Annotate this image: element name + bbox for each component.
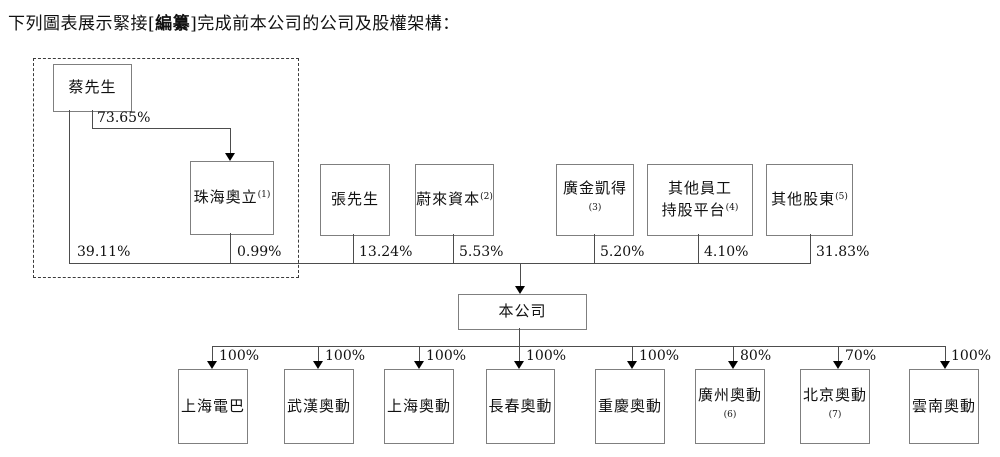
node-founder: 蔡先生: [53, 64, 132, 112]
connector-line: [92, 110, 93, 129]
node-subsidiary-wuhan: 武漢奧動: [284, 369, 354, 444]
connector-line: [945, 346, 946, 362]
title-redacted-term: 編纂: [155, 14, 191, 34]
node-shareholder-label-line2: 持股平台: [661, 201, 726, 219]
arrow-down-icon: [940, 361, 950, 369]
pct-label-founder-to-holding: 73.65%: [97, 110, 151, 126]
pct-label-shareholder: 5.53%: [459, 244, 504, 260]
pct-label-subsidiary: 100%: [219, 348, 260, 364]
pct-label-subsidiary: 70%: [845, 348, 877, 364]
node-subsidiary-label: 長春奧動: [488, 396, 553, 415]
connector-line: [212, 346, 946, 347]
node-subsidiary-label: 廣州奧動: [697, 385, 762, 404]
arrow-down-icon: [313, 361, 323, 369]
connector-line: [212, 346, 213, 362]
node-subsidiary-label: 上海電巴: [180, 396, 245, 415]
node-subsidiary-shanghai: 上海奧動: [384, 369, 454, 444]
node-shareholder-label: 蔚來資本: [416, 190, 481, 209]
connector-line: [230, 128, 231, 154]
node-company: 本公司: [458, 294, 587, 330]
founder-group-dashed-box: [33, 58, 299, 278]
node-subsidiary-yunnan: 雲南奧動: [909, 369, 979, 444]
node-shareholder-label: 廣金凱得: [562, 179, 627, 198]
node-shareholder-footnote: (4): [725, 203, 739, 213]
connector-line: [519, 328, 520, 362]
node-subsidiary-label: 武漢奧動: [286, 396, 351, 415]
node-subsidiary-footnote: (6): [723, 409, 737, 420]
node-holding-zhuhai: 珠海奧立(1): [190, 161, 274, 235]
pct-label-holding: 0.99%: [237, 244, 282, 260]
pct-label-subsidiary: 100%: [426, 348, 467, 364]
connector-line: [520, 263, 521, 287]
connector-line: [92, 128, 231, 129]
node-founder-label: 蔡先生: [68, 78, 117, 97]
arrow-down-icon: [833, 361, 843, 369]
pct-label-shareholder: 31.83%: [816, 244, 870, 260]
node-shareholder-weilai: 蔚來資本(2): [415, 164, 494, 236]
node-shareholder-label: 張先生: [330, 190, 379, 209]
pct-label-subsidiary: 80%: [740, 348, 772, 364]
node-subsidiary-chongqing: 重慶奧動: [595, 369, 665, 444]
node-shareholder-label: 其他員工: [667, 179, 732, 198]
pct-label-shareholder: 13.24%: [359, 244, 413, 260]
node-shareholder-zhang: 張先生: [320, 164, 390, 236]
connector-line: [230, 233, 231, 264]
connector-line: [632, 346, 633, 362]
node-shareholder-guangjin: 廣金凱得 (3): [556, 164, 634, 236]
node-shareholder-footnote: (5): [835, 192, 848, 203]
node-shareholder-employee-platform: 其他員工持股平台(4): [647, 164, 753, 236]
node-holding-footnote: (1): [257, 190, 271, 201]
node-subsidiary-changchun: 長春奧動: [486, 369, 555, 444]
connector-line: [810, 234, 811, 264]
arrow-down-icon: [728, 361, 738, 369]
arrow-down-icon: [207, 361, 217, 369]
arrow-down-icon: [414, 361, 424, 369]
pct-label-founder-direct: 39.11%: [77, 244, 131, 260]
node-shareholder-label: 其他股東: [771, 190, 836, 209]
arrow-down-icon: [514, 361, 524, 369]
pct-label-shareholder: 5.20%: [600, 244, 645, 260]
arrow-down-icon: [225, 153, 235, 161]
connector-line: [453, 234, 454, 264]
pct-label-subsidiary: 100%: [526, 348, 567, 364]
arrow-down-icon: [515, 286, 525, 294]
page-title: 下列圖表展示緊接[編纂]完成前本公司的公司及股權架構：: [8, 9, 460, 34]
node-subsidiary-label: 北京奧動: [802, 385, 867, 404]
connector-line: [419, 346, 420, 362]
pct-label-shareholder: 4.10%: [704, 244, 749, 260]
node-shareholder-footnote: (3): [588, 203, 602, 213]
node-subsidiary-footnote: (7): [828, 409, 842, 420]
connector-line: [69, 110, 70, 264]
title-suffix: ]完成前本公司的公司及股權架構：: [190, 14, 460, 34]
pct-label-subsidiary: 100%: [325, 348, 366, 364]
connector-line: [838, 346, 839, 362]
node-holding-label: 珠海奧立: [193, 188, 258, 207]
connector-line: [318, 346, 319, 362]
node-shareholder-footnote: (2): [480, 192, 493, 203]
title-prefix: 下列圖表展示緊接[: [8, 14, 156, 34]
node-shareholder-other: 其他股東(5): [766, 164, 853, 236]
connector-line: [69, 263, 811, 264]
node-subsidiary-beijing: 北京奧動 (7): [800, 369, 870, 444]
connector-line: [353, 234, 354, 264]
connector-line: [733, 346, 734, 362]
arrow-down-icon: [627, 361, 637, 369]
pct-label-subsidiary: 100%: [951, 348, 992, 364]
node-subsidiary-label: 上海奧動: [386, 396, 451, 415]
node-company-label: 本公司: [498, 302, 547, 321]
node-subsidiary-shanghai-dianba: 上海電巴: [178, 369, 248, 444]
node-subsidiary-label: 雲南奧動: [911, 396, 976, 415]
node-subsidiary-guangzhou: 廣州奧動 (6): [695, 369, 765, 444]
connector-line: [698, 234, 699, 264]
connector-line: [594, 234, 595, 264]
node-subsidiary-label: 重慶奧動: [597, 396, 662, 415]
pct-label-subsidiary: 100%: [639, 348, 680, 364]
